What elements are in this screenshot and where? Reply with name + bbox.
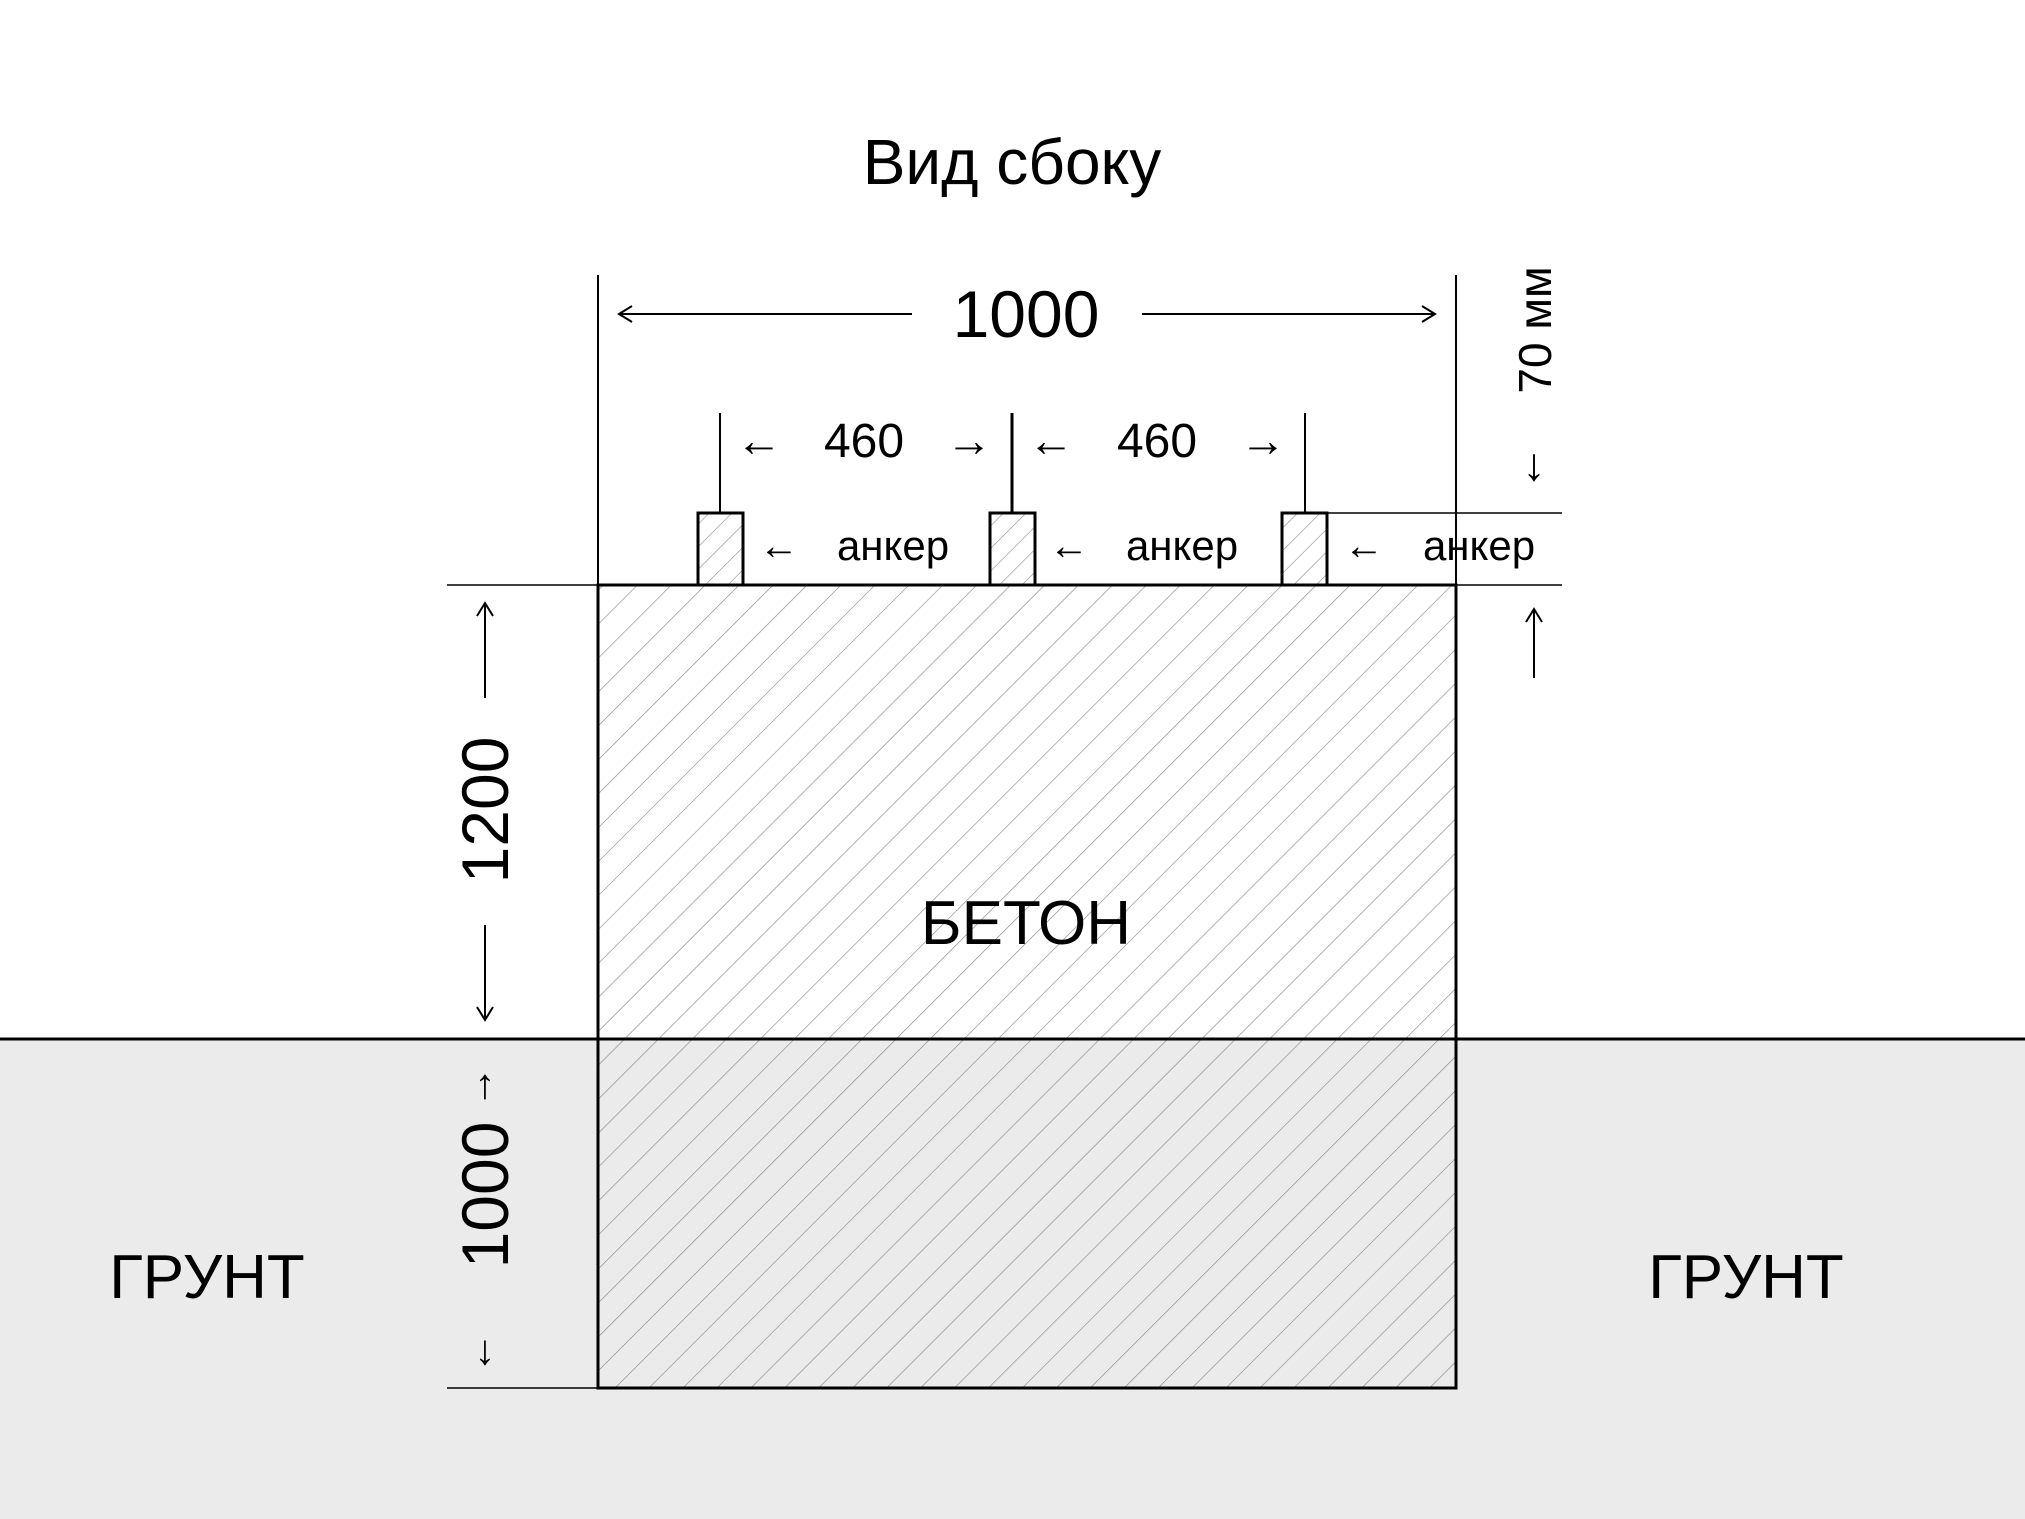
above-ground-arrowhead-top — [476, 601, 494, 617]
spacing-left-arrow-out: → — [946, 414, 992, 466]
spacing-left-arrow-in: ← — [736, 414, 782, 466]
anchor-label-middle-arrow: ← — [1049, 524, 1089, 568]
spacing-right-label: 460 — [1117, 415, 1197, 468]
anchor-height-arrow-down: ↓ — [1523, 438, 1546, 490]
ground-label-left: ГРУНТ — [109, 1243, 305, 1312]
anchor-height-label: 70 мм — [1509, 266, 1561, 393]
below-ground-depth-label: 1000 — [448, 1122, 522, 1269]
anchor-right — [1280, 511, 1329, 587]
anchor-label-right: анкер — [1423, 522, 1535, 569]
below-ground-arrow-up: ↑ — [475, 1060, 496, 1107]
total-width-label: 1000 — [953, 277, 1100, 351]
above-ground-height-label: 1200 — [448, 737, 522, 884]
ground-label-right: ГРУНТ — [1648, 1243, 1844, 1312]
anchor-label-left-arrow: ← — [759, 524, 799, 568]
concrete-block — [596, 583, 1458, 1390]
anchor-left — [696, 511, 745, 587]
below-ground-arrow-down: ↓ — [475, 1326, 496, 1373]
width-arrowhead-left — [617, 305, 633, 323]
anchor-label-middle: анкер — [1126, 522, 1238, 569]
concrete-label: БЕТОН — [921, 889, 1131, 958]
anchor-middle — [988, 511, 1037, 587]
width-arrowhead-right — [1421, 305, 1437, 323]
anchor-label-left: анкер — [837, 522, 949, 569]
drawing-title: Вид сбоку — [863, 126, 1162, 198]
above-ground-arrowhead-bottom — [476, 1006, 494, 1022]
anchor-height-arrowhead-bottom — [1525, 607, 1543, 623]
spacing-right-arrow-in: ← — [1028, 414, 1074, 466]
spacing-left-label: 460 — [824, 415, 904, 468]
spacing-right-arrow-out: → — [1240, 414, 1286, 466]
anchor-label-right-arrow: ← — [1344, 524, 1384, 568]
